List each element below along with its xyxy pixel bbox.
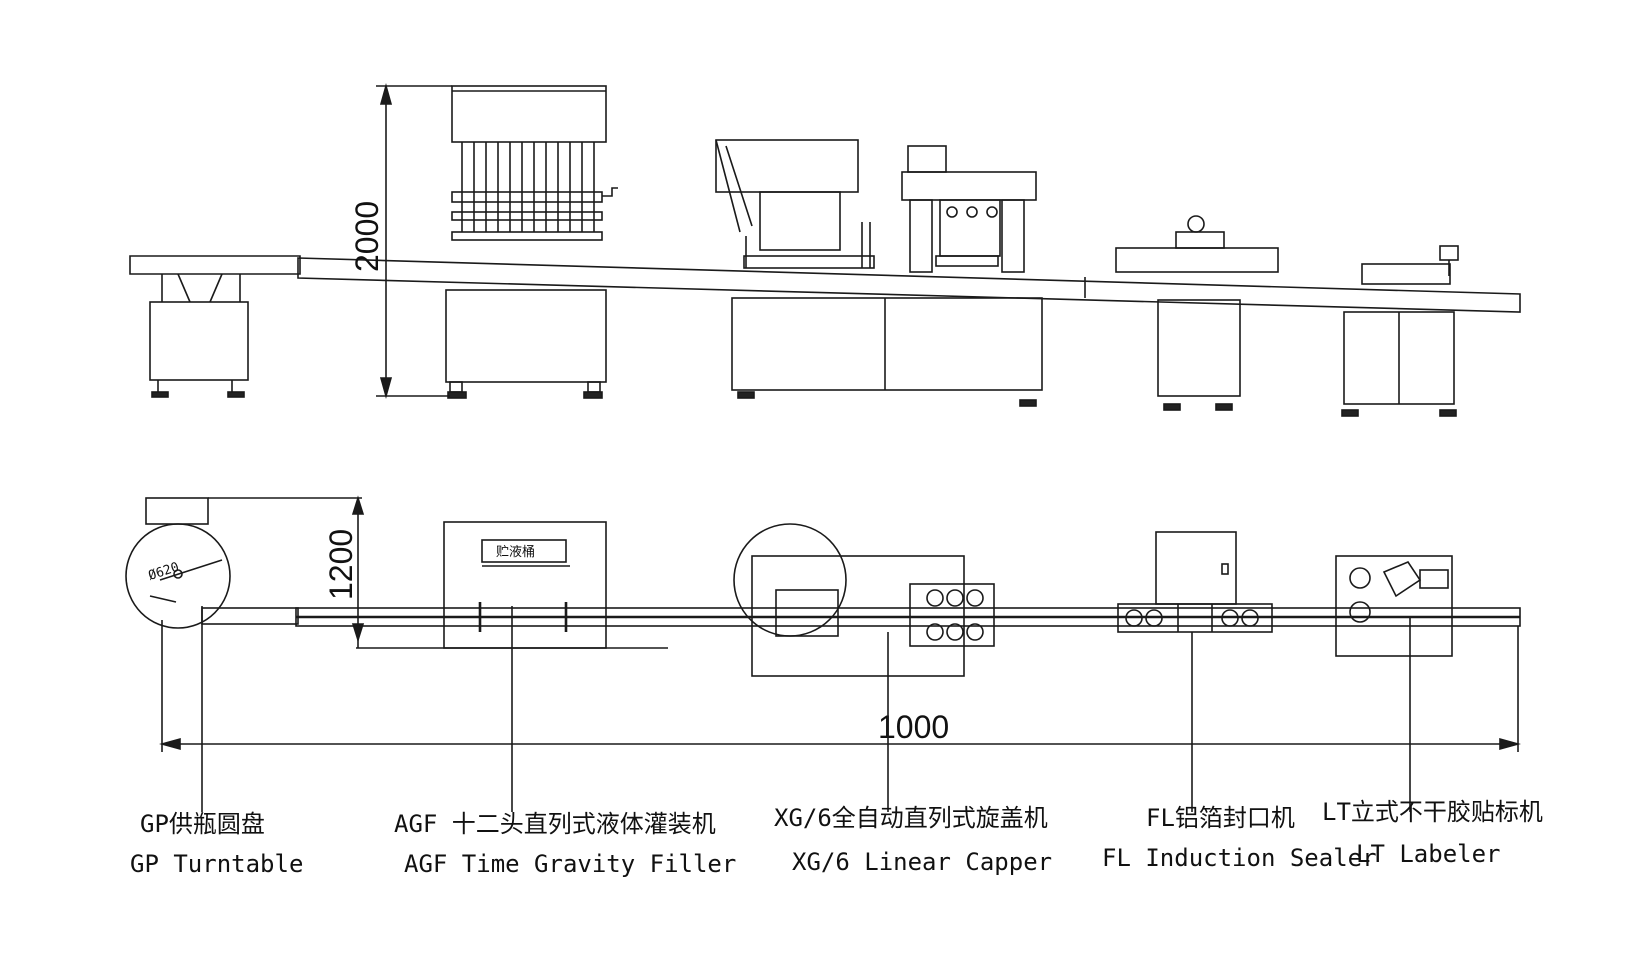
width-dim-label: 1200 xyxy=(323,529,359,600)
leader-lines xyxy=(201,606,1411,812)
machine-label-cn-lt: LT立式不干胶贴标机 xyxy=(1322,798,1543,826)
height-dim-label: 2000 xyxy=(349,201,385,272)
agf-filler-elevation xyxy=(445,85,618,399)
xg6-capper-elevation xyxy=(715,139,1043,407)
elevation-view: 2000 xyxy=(129,83,1521,417)
filler-nozzles xyxy=(461,142,595,232)
machine-label-en-gp: GP Turntable xyxy=(130,850,303,878)
machine-label-cn-agf: AGF 十二头直列式液体灌装机 xyxy=(394,810,716,838)
length-dim-label: 1000 xyxy=(878,709,949,745)
width-dimension xyxy=(208,495,668,649)
gp-turntable-elevation xyxy=(149,273,249,398)
fl-sealer-plan xyxy=(1117,531,1273,633)
elevation-conveyor-main xyxy=(297,257,1521,313)
machine-label-en-lt: LT Labeler xyxy=(1356,840,1501,868)
machine-labels: GP供瓶圆盘 GP Turntable AGF 十二头直列式液体灌装机 AGF … xyxy=(130,798,1543,878)
turntable-diameter-label: Ø620 xyxy=(147,560,181,584)
machine-label-cn-fl: FL铝箔封口机 xyxy=(1146,804,1295,832)
tank-label: 贮液桶 xyxy=(496,545,535,560)
fl-sealer-elevation xyxy=(1115,215,1279,411)
height-dimension xyxy=(376,83,452,399)
plan-view: Ø620 1200 贮液桶 xyxy=(125,495,1521,812)
xg6-capper-plan xyxy=(733,523,995,677)
elevation-conveyor xyxy=(129,255,301,275)
lt-labeler-plan xyxy=(1335,555,1453,657)
machine-label-en-xg6: XG/6 Linear Capper xyxy=(792,848,1052,876)
gp-turntable-plan: Ø620 xyxy=(125,497,231,629)
machine-label-cn-xg6: XG/6全自动直列式旋盖机 xyxy=(774,804,1048,832)
machine-label-en-agf: AGF Time Gravity Filler xyxy=(404,850,736,878)
machine-label-cn-gp: GP供瓶圆盘 xyxy=(140,810,265,838)
length-dimension xyxy=(159,620,1521,752)
lt-labeler-elevation xyxy=(1341,245,1459,417)
machine-label-en-fl: FL Induction Sealer xyxy=(1102,844,1377,872)
agf-filler-plan: 贮液桶 xyxy=(443,521,607,649)
